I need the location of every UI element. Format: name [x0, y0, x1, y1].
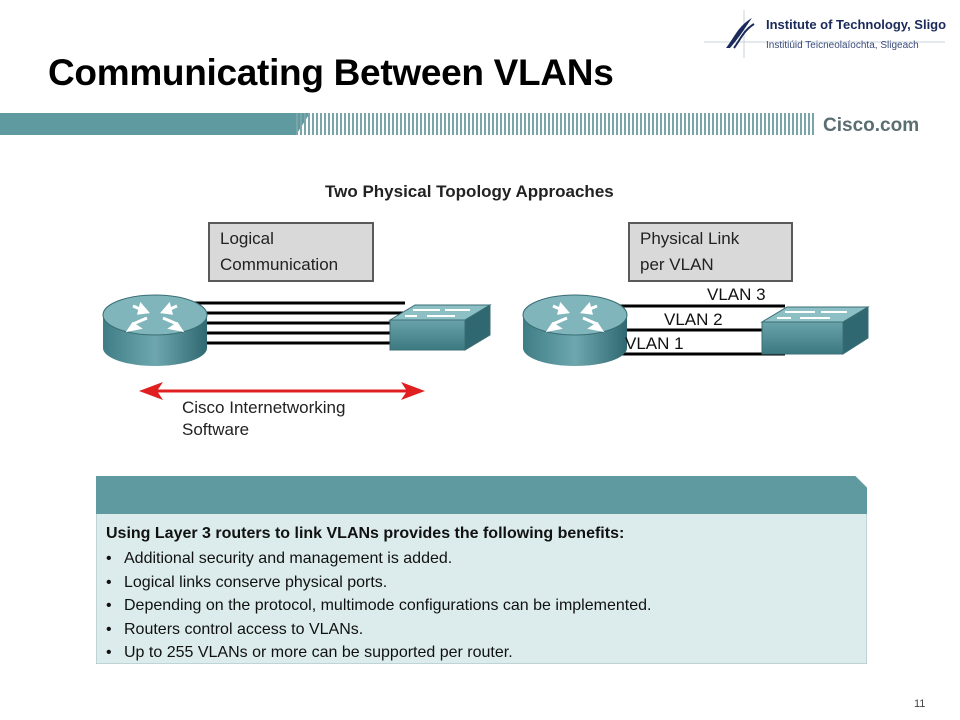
benefit-text: Logical links conserve physical ports.: [124, 573, 388, 591]
switch-left-icon: [388, 304, 492, 351]
topology-drawing: [102, 294, 870, 400]
topology-figure: Two Physical Topology Approaches Logical…: [95, 170, 895, 450]
cisco-software-line1: Cisco Internetworking: [182, 398, 346, 417]
sligo-swoosh-icon: [704, 10, 945, 58]
bullet-icon: •: [106, 597, 112, 614]
vlan-3-label: VLAN 3: [707, 285, 766, 304]
list-item: • Up to 255 VLANs or more can be supporte…: [106, 641, 651, 665]
cisco-software-label: Cisco Internetworking Software: [182, 397, 345, 441]
physical-box-line1: Physical Link: [640, 229, 740, 248]
cisco-com-brand: Cisco.com: [823, 115, 920, 136]
benefits-heading: Using Layer 3 routers to link VLANs prov…: [106, 525, 625, 542]
router-right-icon: [522, 294, 628, 366]
benefits-panel-shape: [96, 476, 867, 664]
benefit-text: Routers control access to VLANs.: [124, 620, 364, 638]
logical-communication-box: Logical Communication: [208, 222, 374, 282]
list-item: • Routers control access to VLANs.: [106, 618, 651, 642]
logical-box-line2: Communication: [220, 255, 339, 274]
vlan-2-label: VLAN 2: [664, 310, 723, 329]
benefit-text: Up to 255 VLANs or more can be supported…: [124, 644, 513, 661]
benefits-panel: Using Layer 3 routers to link VLANs prov…: [96, 476, 867, 664]
benefit-text: Depending on the protocol, multimode con…: [124, 597, 652, 614]
logo-line2: Institiúid Teicneolaíochta, Sligeach: [766, 40, 919, 51]
slide-title: Communicating Between VLANs: [48, 52, 614, 93]
logical-box-line1: Logical: [220, 229, 274, 248]
list-item: • Additional security and management is a…: [106, 547, 651, 571]
figure-title: Two Physical Topology Approaches: [325, 182, 614, 201]
institute-logo: Institute of Technology, Sligo Institiúi…: [700, 8, 950, 58]
physical-box-line2: per VLAN: [640, 255, 714, 274]
page-number: 11: [914, 698, 926, 710]
benefit-text: Additional security and management is ad…: [124, 550, 453, 567]
logo-line1: Institute of Technology, Sligo: [766, 17, 947, 32]
bidirectional-arrow-icon: [139, 382, 425, 400]
switch-right-icon: [760, 306, 870, 355]
router-left-icon: [102, 294, 208, 366]
list-item: • Logical links conserve physical ports.: [106, 571, 651, 595]
bullet-icon: •: [106, 620, 112, 638]
cisco-software-line2: Software: [182, 420, 250, 439]
bullet-icon: •: [106, 550, 112, 567]
vlan-1-label: VLAN 1: [625, 334, 684, 353]
benefits-list: • Additional security and management is a…: [106, 547, 651, 665]
physical-link-box: Physical Link per VLAN: [628, 222, 793, 282]
bullet-icon: •: [106, 644, 112, 661]
list-item: • Depending on the protocol, multimode co…: [106, 594, 651, 618]
bullet-icon: •: [106, 573, 112, 591]
header-bar: [0, 113, 816, 135]
